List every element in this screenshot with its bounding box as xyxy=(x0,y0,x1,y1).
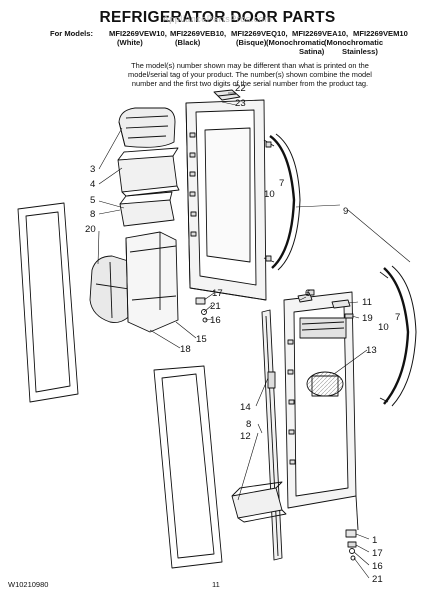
callout-4: 4 xyxy=(90,179,96,190)
document-number: W10210980 xyxy=(8,580,49,589)
callout-3: 3 xyxy=(90,164,95,175)
callout-23: 23 xyxy=(235,98,246,109)
note-line: model/serial tag of your product. The nu… xyxy=(128,70,372,80)
model-color: (Monochromatic xyxy=(266,38,326,47)
dispenser-parts-11-19 xyxy=(331,299,354,319)
callout-19: 19 xyxy=(362,313,373,324)
callout-16: 16 xyxy=(210,315,221,326)
callout-20: 20 xyxy=(85,224,96,235)
model-number: MFI2269VEQ10, xyxy=(231,29,288,38)
dairy-bin-part-3 xyxy=(118,107,176,148)
note-line: number and the first two digits of the s… xyxy=(131,79,369,89)
callout-21: 21 xyxy=(372,574,383,585)
model-number: MFI2269VEB10, xyxy=(170,29,227,38)
model-number: MFI2269VEM10 xyxy=(353,29,408,38)
left-door-panel xyxy=(185,89,267,301)
note-line: The model(s) number shown may be differe… xyxy=(131,61,369,70)
right-door-panel xyxy=(283,289,359,531)
callout-13: 13 xyxy=(366,345,377,356)
left-bottom-hinge xyxy=(195,297,208,323)
model-number: MFI2269VEW10, xyxy=(109,29,167,38)
callout-11: 11 xyxy=(362,297,372,308)
model-number: MFI2269VEA10, xyxy=(292,29,349,38)
callout-9: 9 xyxy=(343,206,348,217)
door-gasket-upper xyxy=(17,202,79,403)
callout-18: 18 xyxy=(180,344,191,355)
door-bin-part-12 xyxy=(231,481,287,523)
callout-1: 1 xyxy=(372,535,377,546)
callout-15: 15 xyxy=(196,334,207,345)
bottom-hinge-parts xyxy=(345,529,357,561)
callout-5: 5 xyxy=(90,195,95,206)
leader-lines xyxy=(97,92,411,579)
door-gasket-lower xyxy=(153,365,223,569)
callout-10: 10 xyxy=(378,322,389,333)
model-color: (Monochromatic xyxy=(324,38,384,47)
door-bin-part-4 xyxy=(117,147,180,197)
left-door-handle xyxy=(263,133,301,271)
callout-22: 22 xyxy=(235,83,246,94)
ice-housing-part-15 xyxy=(125,231,179,333)
callout-10: 10 xyxy=(264,189,275,200)
model-color: (White) xyxy=(117,38,143,47)
callout-8: 8 xyxy=(90,209,95,220)
page-title: REFRIGERATOR DOOR PARTS xyxy=(99,9,336,26)
mullion-part-14 xyxy=(261,309,283,561)
model-color: (Black) xyxy=(175,38,201,47)
callout-12: 12 xyxy=(240,431,251,442)
callout-6: 6 xyxy=(305,288,310,299)
model-note: The model(s) number shown may be differe… xyxy=(100,61,400,89)
callout-17: 17 xyxy=(372,548,383,559)
model-color: Satina) xyxy=(299,47,325,56)
callout-7: 7 xyxy=(395,312,400,323)
callout-17: 17 xyxy=(212,288,223,299)
watermark: AppliancePartsPros.com xyxy=(162,14,273,24)
callout-21: 21 xyxy=(210,301,221,312)
door-bin-part-5 xyxy=(119,191,175,227)
models-prefix: For Models: xyxy=(50,29,94,38)
callout-14: 14 xyxy=(240,402,251,413)
callout-labels: 22 23 3 4 5 8 20 10 7 9 6 11 19 10 7 17 … xyxy=(85,83,400,585)
page-number: 11 xyxy=(212,580,220,589)
callout-16: 16 xyxy=(372,561,383,572)
model-color: Stainless) xyxy=(342,47,378,56)
callout-7: 7 xyxy=(279,178,284,189)
callout-8: 8 xyxy=(246,419,251,430)
right-door-handle xyxy=(379,265,417,407)
model-color: (Bisque) xyxy=(236,38,267,47)
